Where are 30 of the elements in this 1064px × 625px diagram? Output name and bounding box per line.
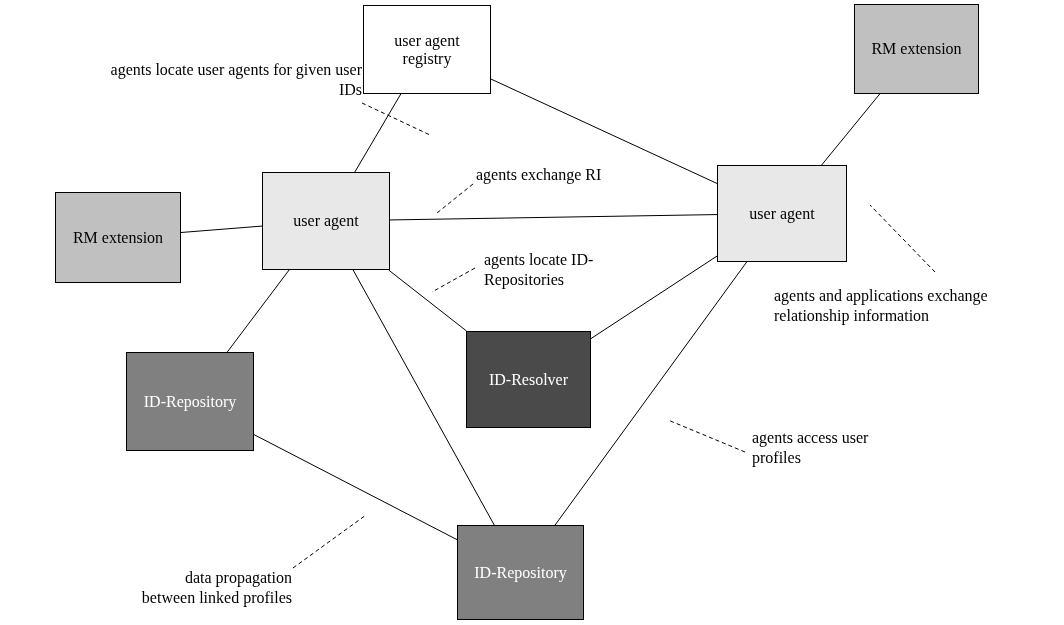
leader-line — [436, 183, 474, 214]
connector-line — [253, 434, 458, 541]
node-box: ID-Repository — [457, 525, 584, 620]
connector-line — [352, 269, 495, 526]
connector-line — [354, 93, 402, 173]
leader-line — [667, 419, 746, 453]
node-box: RM extension — [55, 192, 181, 283]
connector-line — [226, 269, 290, 353]
leader-line — [292, 514, 367, 569]
node-box: ID-Repository — [126, 352, 254, 451]
connector-line — [554, 261, 748, 526]
annotation-text: agents access user profiles — [752, 428, 870, 468]
connector-line — [388, 269, 468, 332]
leader-line — [361, 102, 431, 136]
connector-line — [590, 255, 718, 340]
connector-line — [821, 93, 881, 166]
node-box: user agent — [717, 165, 847, 262]
connector-line — [389, 214, 718, 221]
annotation-text: agents locate user agents for given user IDs — [110, 60, 362, 100]
annotation-text: data propagation between linked profiles — [140, 568, 292, 608]
connector-line — [180, 225, 263, 233]
node-box: ID-Resolver — [466, 331, 591, 428]
leader-line — [869, 204, 936, 273]
node-box: user agent registry — [363, 5, 491, 94]
node-box: RM extension — [854, 4, 979, 94]
annotation-text: agents locate ID-Repositories — [484, 250, 595, 290]
annotation-text: agents exchange RI — [476, 165, 602, 185]
connector-line — [490, 78, 718, 184]
node-box: user agent — [262, 172, 390, 270]
annotation-text: agents and applications exchange relationship information — [774, 286, 989, 326]
